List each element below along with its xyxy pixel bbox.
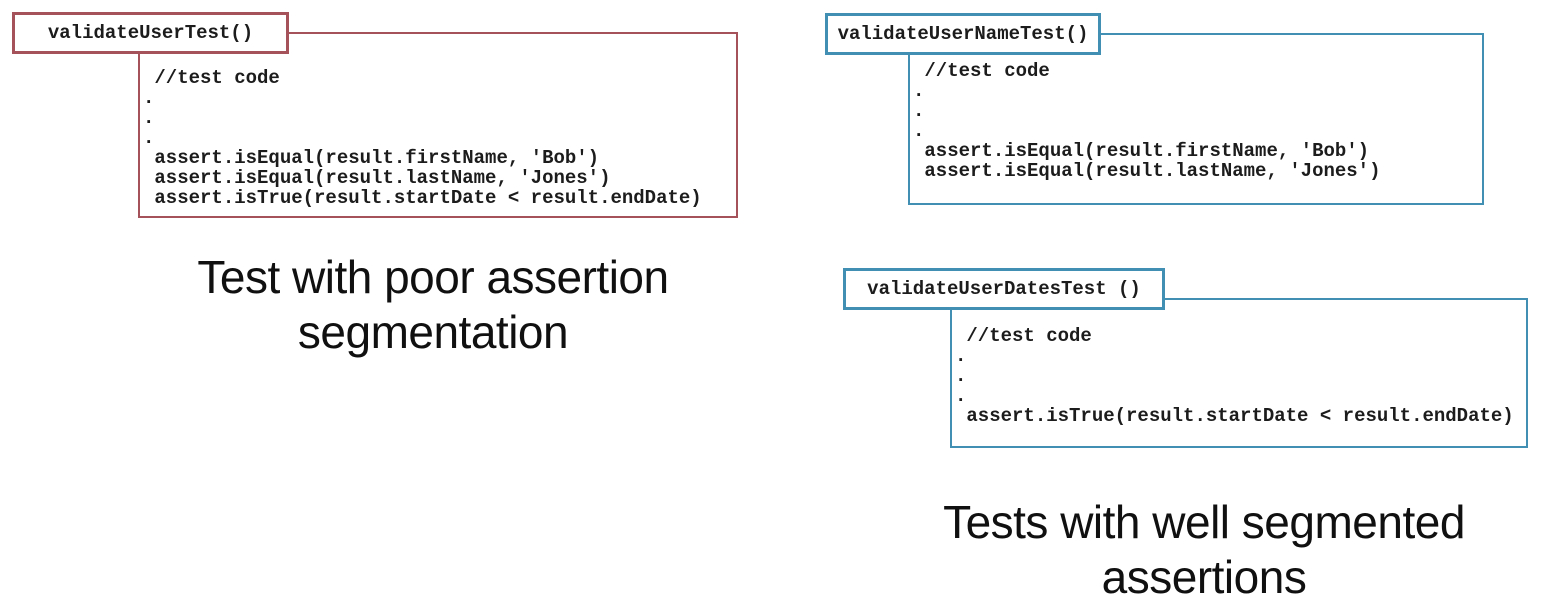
good-name-test-code-block: //test code . . . assert.isEqual(result.…	[913, 60, 1381, 182]
poor-test-code-box: //test code . . . assert.isEqual(result.…	[138, 32, 738, 218]
good-name-test-name-label: validateUserNameTest()	[825, 13, 1101, 55]
good-name-test-code-box: //test code . . . assert.isEqual(result.…	[908, 33, 1484, 205]
poor-test-caption: Test with poor assertion segmentation	[197, 251, 669, 358]
good-dates-test-name-label: validateUserDatesTest ()	[843, 268, 1165, 310]
poor-test-name-label: validateUserTest()	[12, 12, 289, 54]
poor-test-code-block: //test code . . . assert.isEqual(result.…	[143, 67, 702, 209]
good-tests-caption: Tests with well segmented assertions	[943, 496, 1465, 603]
good-dates-test-code-box: //test code . . . assert.isTrue(result.s…	[950, 298, 1528, 448]
good-dates-test-code-block: //test code . . . assert.isTrue(result.s…	[955, 325, 1514, 427]
